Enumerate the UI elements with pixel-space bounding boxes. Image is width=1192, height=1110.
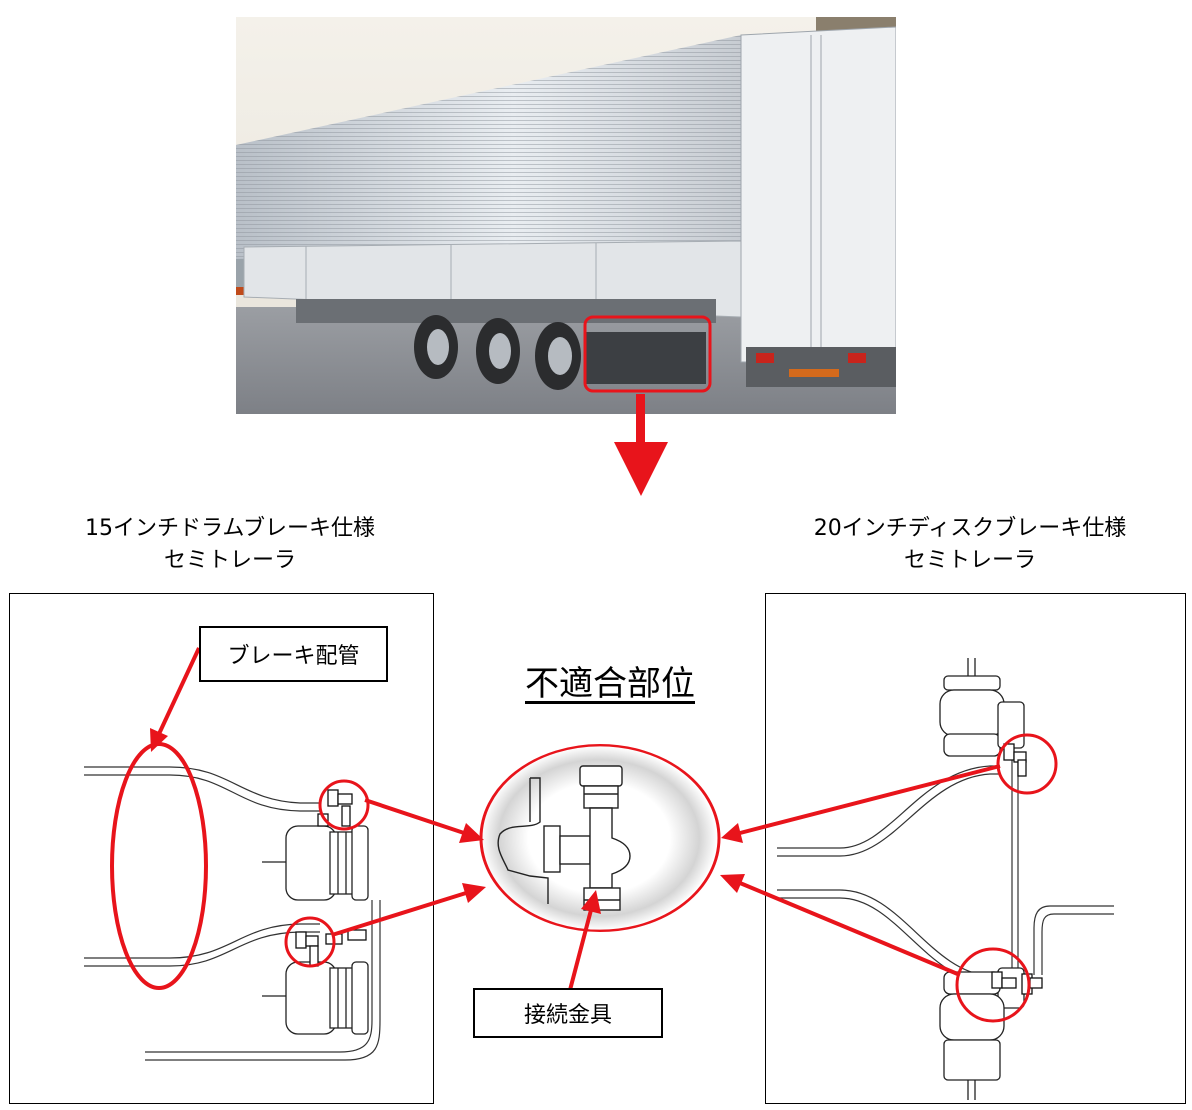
drum-fitting-upper bbox=[317, 789, 353, 827]
nonconforming-part-title: 不適合部位 bbox=[525, 664, 695, 704]
brake-piping-label: ブレーキ配管 bbox=[199, 626, 388, 682]
drum-brake-chamber-upper bbox=[262, 825, 369, 901]
caption-right-line1: 20インチディスクブレーキ仕様 bbox=[813, 516, 1127, 541]
highlight-box bbox=[583, 315, 712, 393]
caption-right: 20インチディスクブレーキ仕様 セミトレーラ bbox=[770, 513, 1170, 577]
connector-magnified-drawing bbox=[497, 765, 631, 911]
drum-fitting-highlight-lower bbox=[284, 916, 336, 968]
caption-right-line2: セミトレーラ bbox=[903, 548, 1036, 573]
trailer-photo bbox=[236, 17, 896, 414]
disc-brake-piping bbox=[777, 760, 1114, 990]
down-arrow bbox=[614, 394, 668, 496]
caption-left-line2: セミトレーラ bbox=[163, 548, 296, 573]
drum-fitting-highlight-upper bbox=[318, 779, 370, 831]
arrow-drum-upper bbox=[364, 798, 484, 843]
arrow-connector-label bbox=[568, 890, 601, 991]
brake-pipe-arrow bbox=[150, 647, 201, 752]
disc-fitting-highlight-upper bbox=[996, 733, 1058, 795]
drum-brake-chamber-lower bbox=[262, 961, 369, 1035]
disc-fitting-upper bbox=[1003, 743, 1027, 777]
disc-brake-chamber-upper bbox=[939, 658, 1025, 757]
arrow-disc-upper bbox=[721, 764, 1001, 843]
caption-left: 15インチドラムブレーキ仕様 セミトレーラ bbox=[40, 513, 420, 577]
arrow-drum-lower bbox=[331, 883, 486, 937]
brake-pipe-highlight bbox=[110, 742, 208, 990]
caption-left-line1: 15インチドラムブレーキ仕様 bbox=[84, 516, 375, 541]
drum-fitting-lower bbox=[295, 929, 367, 967]
connector-fitting-label: 接続金具 bbox=[473, 988, 663, 1038]
drum-brake-piping bbox=[84, 766, 381, 1061]
arrow-disc-lower bbox=[720, 874, 961, 977]
disc-fitting-highlight-lower bbox=[955, 947, 1031, 1023]
